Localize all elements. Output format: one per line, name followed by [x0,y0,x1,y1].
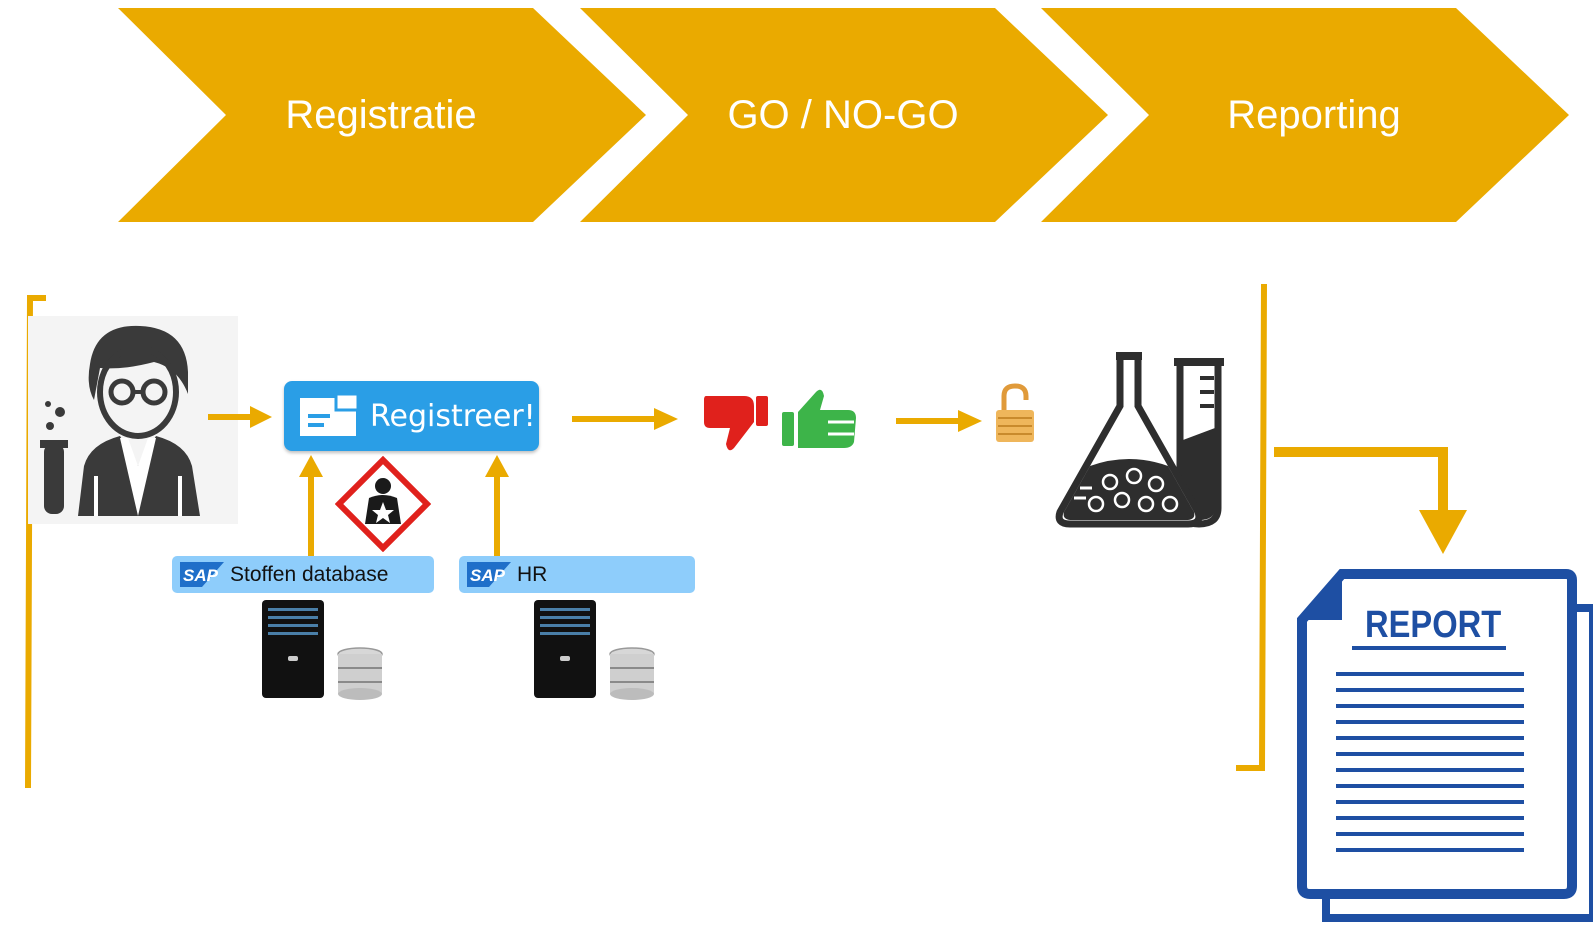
health-hazard-icon [335,456,431,552]
svg-text:SAP: SAP [470,566,506,585]
sap-source-label: HR [517,562,548,586]
step-label-registratie: Registratie [285,92,477,137]
form-icon [300,394,358,436]
step-label-reporting: Reporting [1227,92,1401,137]
database-icon [609,647,655,700]
thumbs-up-icon [782,389,856,448]
svg-text:SAP: SAP [183,566,219,585]
arrow-to-register [208,406,272,428]
step-chevron-go-no-go [580,8,1108,222]
database-icon [337,647,383,700]
register-button-label: Registreer! [370,398,536,434]
step-chevron-registratie [118,8,646,222]
server-icon [534,600,596,698]
report-title: REPORT [1365,604,1502,646]
server-database-group-hr [534,600,655,700]
unlocked-padlock-icon [996,383,1034,442]
sap-source-label: Stoffen database [230,562,389,586]
thumbs-down-icon [704,396,768,451]
right-bracket [1236,283,1267,771]
arrow-to-lock [896,410,982,432]
sap-source-stoffen-database: SAP Stoffen database [172,556,434,593]
arrow-to-report [1274,447,1467,554]
sap-source-hr: SAP HR [459,556,695,593]
server-icon [262,600,324,698]
arrow-to-decision [572,408,678,430]
scientist-icon [28,316,238,524]
arrow-up-stoffen [299,455,323,557]
step-label-go-no-go: GO / NO-GO [727,92,959,137]
lab-flask-icon [1055,352,1224,528]
sap-logo-icon: SAP [467,562,511,587]
register-button[interactable]: Registreer! [284,381,539,451]
server-database-group-stoffen [262,600,383,700]
sap-logo-icon: SAP [180,562,224,587]
report-document-icon [1297,569,1593,922]
left-bracket [25,295,46,789]
arrow-up-hr [485,455,509,557]
step-chevron-reporting [1041,8,1569,222]
